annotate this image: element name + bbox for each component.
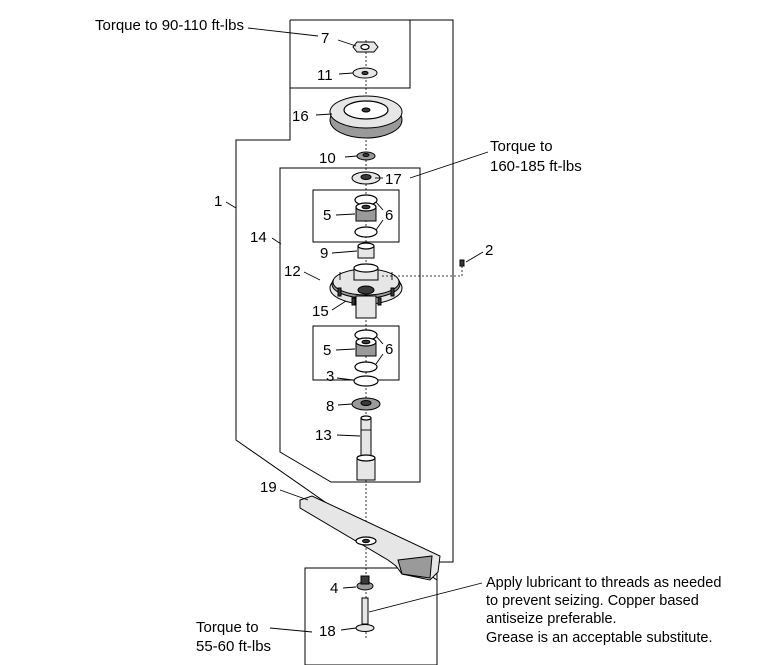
callout-8: 8 (326, 398, 334, 415)
note-torque-mid-line1: Torque to (490, 138, 553, 155)
leader-torque-top (247, 27, 319, 37)
part-17-seal (351, 171, 381, 185)
leader-6a-1 (375, 201, 384, 211)
callout-5b: 5 (323, 342, 331, 359)
leader-6b-2 (375, 353, 384, 365)
callout-13: 13 (315, 427, 332, 444)
leader-7 (337, 39, 357, 47)
frame-top-hardware (289, 20, 411, 89)
leader-16 (315, 113, 333, 116)
callout-1: 1 (214, 193, 222, 210)
part-7-nut (352, 41, 379, 53)
leader-1 (225, 201, 237, 209)
part-15-studs (337, 287, 395, 306)
frame-upper-bearing (312, 189, 400, 243)
leader-19 (279, 489, 309, 501)
callout-2: 2 (485, 242, 493, 259)
leader-18 (340, 627, 357, 631)
leader-3 (336, 377, 354, 381)
leader-15 (331, 300, 347, 311)
leader-10 (344, 155, 358, 158)
leader-6b-1 (375, 335, 384, 345)
leader-4 (342, 586, 357, 589)
callout-12: 12 (284, 263, 301, 280)
note-torque-mid-line2: 160-185 ft-lbs (490, 158, 582, 175)
part-12-housing (329, 263, 403, 319)
callout-7: 7 (321, 30, 329, 47)
callout-16: 16 (292, 108, 309, 125)
callout-11: 11 (317, 67, 333, 84)
part-5-upper-bearing (355, 202, 377, 222)
note-lube-line2: to prevent seizing. Copper based (486, 593, 699, 609)
leader-6a-2 (375, 219, 384, 231)
part-8-seal (351, 397, 381, 411)
callout-14: 14 (250, 229, 267, 246)
frame-assembly-14 (279, 167, 421, 483)
callout-5a: 5 (323, 207, 331, 224)
callout-6b: 6 (385, 341, 393, 358)
leader-9 (331, 250, 358, 254)
callout-17: 17 (385, 171, 402, 188)
note-lube-line4: Grease is an acceptable substitute. (486, 630, 713, 646)
part-18-bolt (355, 597, 375, 632)
note-torque-bottom-line2: 55-60 ft-lbs (196, 638, 271, 655)
callout-9: 9 (320, 245, 328, 262)
callout-19: 19 (260, 479, 277, 496)
note-torque-top: Torque to 90-110 ft-lbs (95, 17, 244, 34)
part-4-washer (356, 575, 374, 591)
frame-bottom-hardware (304, 567, 438, 665)
part-13-shaft (356, 415, 376, 481)
part-2-fitting (382, 259, 465, 277)
part-9-spacer (357, 242, 375, 259)
leader-12 (303, 271, 321, 281)
callout-18: 18 (319, 623, 336, 640)
note-torque-bottom-line1: Torque to (196, 619, 259, 636)
part-5-lower-bearing (355, 337, 377, 357)
leader-8 (337, 403, 353, 406)
leader-2 (465, 251, 484, 263)
leader-lube (368, 582, 483, 613)
part-11-washer (352, 67, 378, 79)
callout-3: 3 (326, 368, 334, 385)
part-16-pulley (329, 95, 403, 139)
leader-torque-bottom (269, 627, 313, 633)
callout-15: 15 (312, 303, 329, 320)
leader-11 (338, 72, 354, 75)
callout-10: 10 (319, 150, 336, 167)
part-6-upper-rings (354, 194, 378, 238)
leader-torque-mid (409, 151, 489, 179)
part-10-nut (356, 151, 376, 161)
leader-14 (271, 237, 282, 245)
note-lube-line1: Apply lubricant to threads as needed (486, 575, 721, 591)
leader-5b (335, 348, 356, 351)
leader-13 (336, 434, 361, 437)
note-lube-line3: antiseize preferable. (486, 611, 617, 627)
part-19-blade (299, 495, 441, 581)
callout-4: 4 (330, 580, 338, 597)
callout-6a: 6 (385, 207, 393, 224)
part-3-ring (353, 375, 379, 387)
leader-5a (335, 213, 356, 216)
